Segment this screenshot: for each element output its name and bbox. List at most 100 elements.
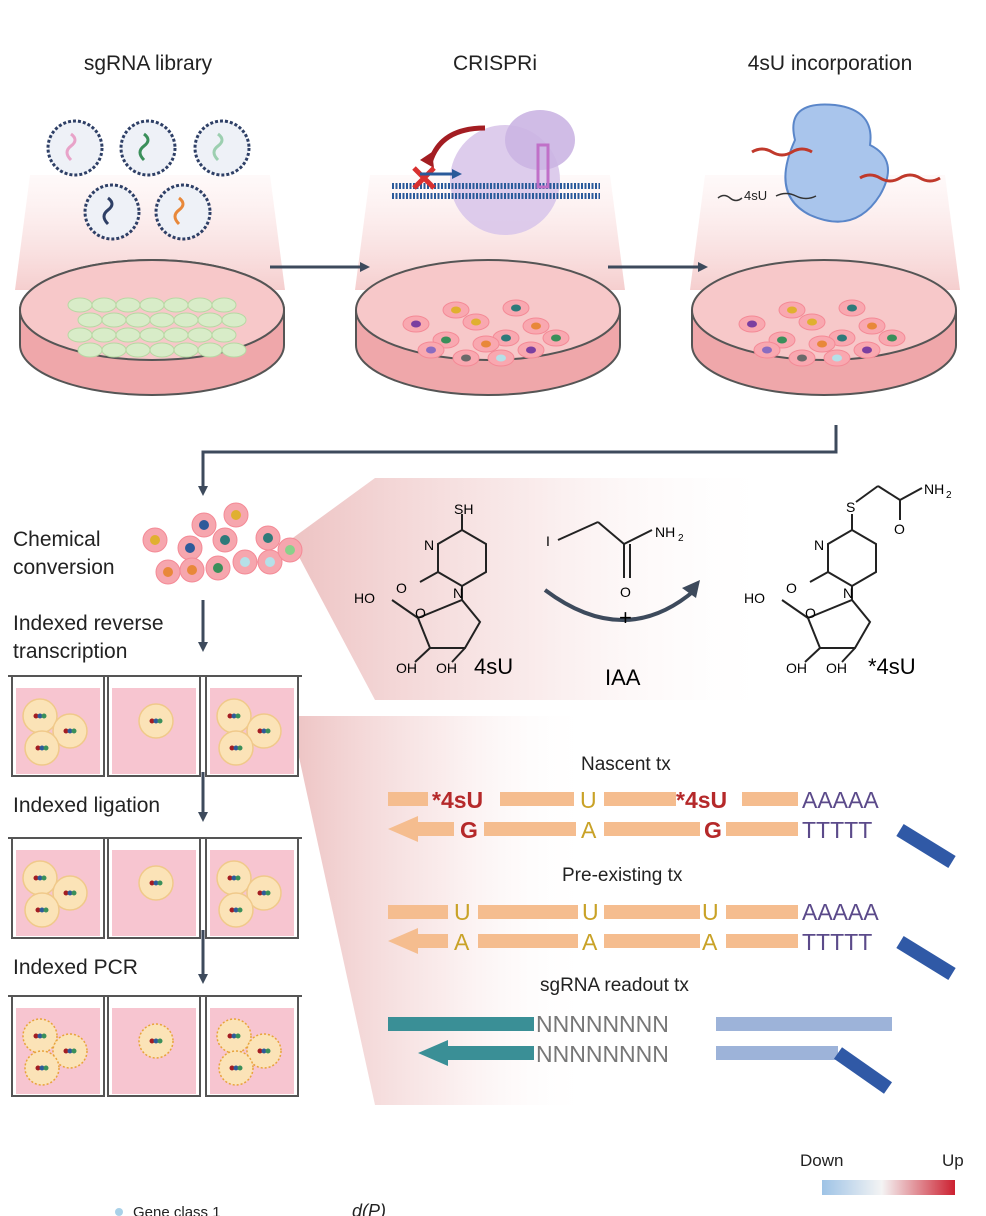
iaa-name: IAA xyxy=(605,665,641,690)
oh-left-label: OH xyxy=(396,660,417,676)
cell-nucleus xyxy=(231,510,241,520)
cell xyxy=(125,342,151,358)
nascent-top-1: *4sU xyxy=(432,787,483,813)
cell-nucleus xyxy=(496,354,506,362)
preexisting-bottom-polyT: TTTTT xyxy=(802,929,872,955)
cell-nucleus xyxy=(777,336,787,344)
cell-nucleus xyxy=(837,334,847,342)
chemistry-panel-bg xyxy=(290,478,986,700)
crispri-dish xyxy=(355,259,621,396)
nascent-duplex xyxy=(388,792,956,868)
virus-icon xyxy=(154,183,212,241)
4su-structure xyxy=(391,514,487,663)
s-label: S xyxy=(846,499,855,515)
cell-nucleus xyxy=(887,334,897,342)
cell-nucleus xyxy=(807,318,817,326)
cell-nucleus xyxy=(240,557,250,567)
gene-class-dot xyxy=(115,1208,123,1216)
cell-nucleus xyxy=(265,557,275,567)
well xyxy=(202,675,302,777)
cell xyxy=(91,297,117,313)
cell-nucleus xyxy=(817,340,827,348)
well xyxy=(202,837,302,939)
virus-icon xyxy=(119,119,177,177)
preexisting-top-1: U xyxy=(454,899,471,925)
cell-nucleus xyxy=(531,322,541,330)
n3-label: N xyxy=(424,537,434,553)
stage-title-crispri: CRISPRi xyxy=(452,52,537,75)
nascent-bottom-1: G xyxy=(460,817,478,843)
cell-nucleus xyxy=(411,320,421,328)
nascent-bottom-polyT: TTTTT xyxy=(802,817,872,843)
ring-o-label: O xyxy=(415,605,426,621)
cell-nucleus xyxy=(797,354,807,362)
cell xyxy=(149,312,175,328)
sgrna-bottom-n: NNNNNNNN xyxy=(536,1041,669,1067)
well xyxy=(8,995,108,1097)
cell xyxy=(211,327,237,343)
well xyxy=(104,837,204,939)
library-cone xyxy=(15,175,285,290)
preexisting-bottom-1: A xyxy=(454,929,470,955)
cell-nucleus xyxy=(187,565,197,575)
legend-up: Up xyxy=(942,1151,964,1170)
well xyxy=(104,995,204,1097)
virus-icon xyxy=(83,183,141,241)
cell-nucleus xyxy=(150,535,160,545)
cell-nucleus xyxy=(441,336,451,344)
gene-class-label: Gene class 1 xyxy=(133,1204,221,1216)
cell xyxy=(173,342,199,358)
preexisting-bottom-2: A xyxy=(582,929,598,955)
cell-nucleus xyxy=(461,354,471,362)
cell xyxy=(187,327,213,343)
step-chemical-conversion: Chemical conversion xyxy=(13,528,115,579)
cell xyxy=(139,327,165,343)
converted-cells xyxy=(142,502,303,585)
step-indexed-pcr: Indexed PCR xyxy=(13,956,138,979)
reaction-arrowhead xyxy=(682,580,700,598)
step-indexed-rt: Indexed reverse transcription xyxy=(13,612,164,663)
right-ring-o-label: O xyxy=(805,605,816,621)
nascent-top-polyA: AAAAA xyxy=(802,787,879,813)
cell xyxy=(173,312,199,328)
legend-colorbar xyxy=(822,1180,955,1195)
cell-nucleus xyxy=(551,334,561,342)
cell-nucleus xyxy=(501,334,511,342)
cell xyxy=(187,297,213,313)
preexisting-top-3: U xyxy=(702,899,719,925)
cell-nucleus xyxy=(747,320,757,328)
stage-title-library: sgRNA library xyxy=(83,52,213,75)
o2-label: O xyxy=(396,580,407,596)
crispri-complex xyxy=(392,110,600,235)
cell xyxy=(91,327,117,343)
well xyxy=(8,837,108,939)
4su-tag: 4sU xyxy=(744,188,767,203)
incorporation-cone xyxy=(690,175,960,290)
cell-nucleus xyxy=(862,346,872,354)
iaa-structure xyxy=(543,521,697,622)
nascent-top-3: *4sU xyxy=(676,787,727,813)
virus-icon xyxy=(193,119,251,177)
cell-nucleus xyxy=(511,304,521,312)
library-cells xyxy=(67,297,247,358)
right-oh-right-label: OH xyxy=(826,660,847,676)
sgrna-duplex xyxy=(388,1017,893,1094)
cell-nucleus xyxy=(481,340,491,348)
preexisting-bottom-3: A xyxy=(702,929,718,955)
cell-nucleus xyxy=(832,354,842,362)
iodo-label: I xyxy=(546,533,550,549)
cell-nucleus xyxy=(451,306,461,314)
well xyxy=(104,675,204,777)
virus-particles xyxy=(46,119,251,241)
cell xyxy=(101,312,127,328)
incorporation-dish xyxy=(691,259,957,396)
right-n1-label: N xyxy=(843,585,853,601)
cell xyxy=(163,327,189,343)
cell xyxy=(125,312,151,328)
legend-down: Down xyxy=(800,1151,843,1170)
cell-nucleus xyxy=(762,346,772,354)
cell xyxy=(149,342,175,358)
incorporation-cells xyxy=(738,299,906,367)
cell xyxy=(115,297,141,313)
